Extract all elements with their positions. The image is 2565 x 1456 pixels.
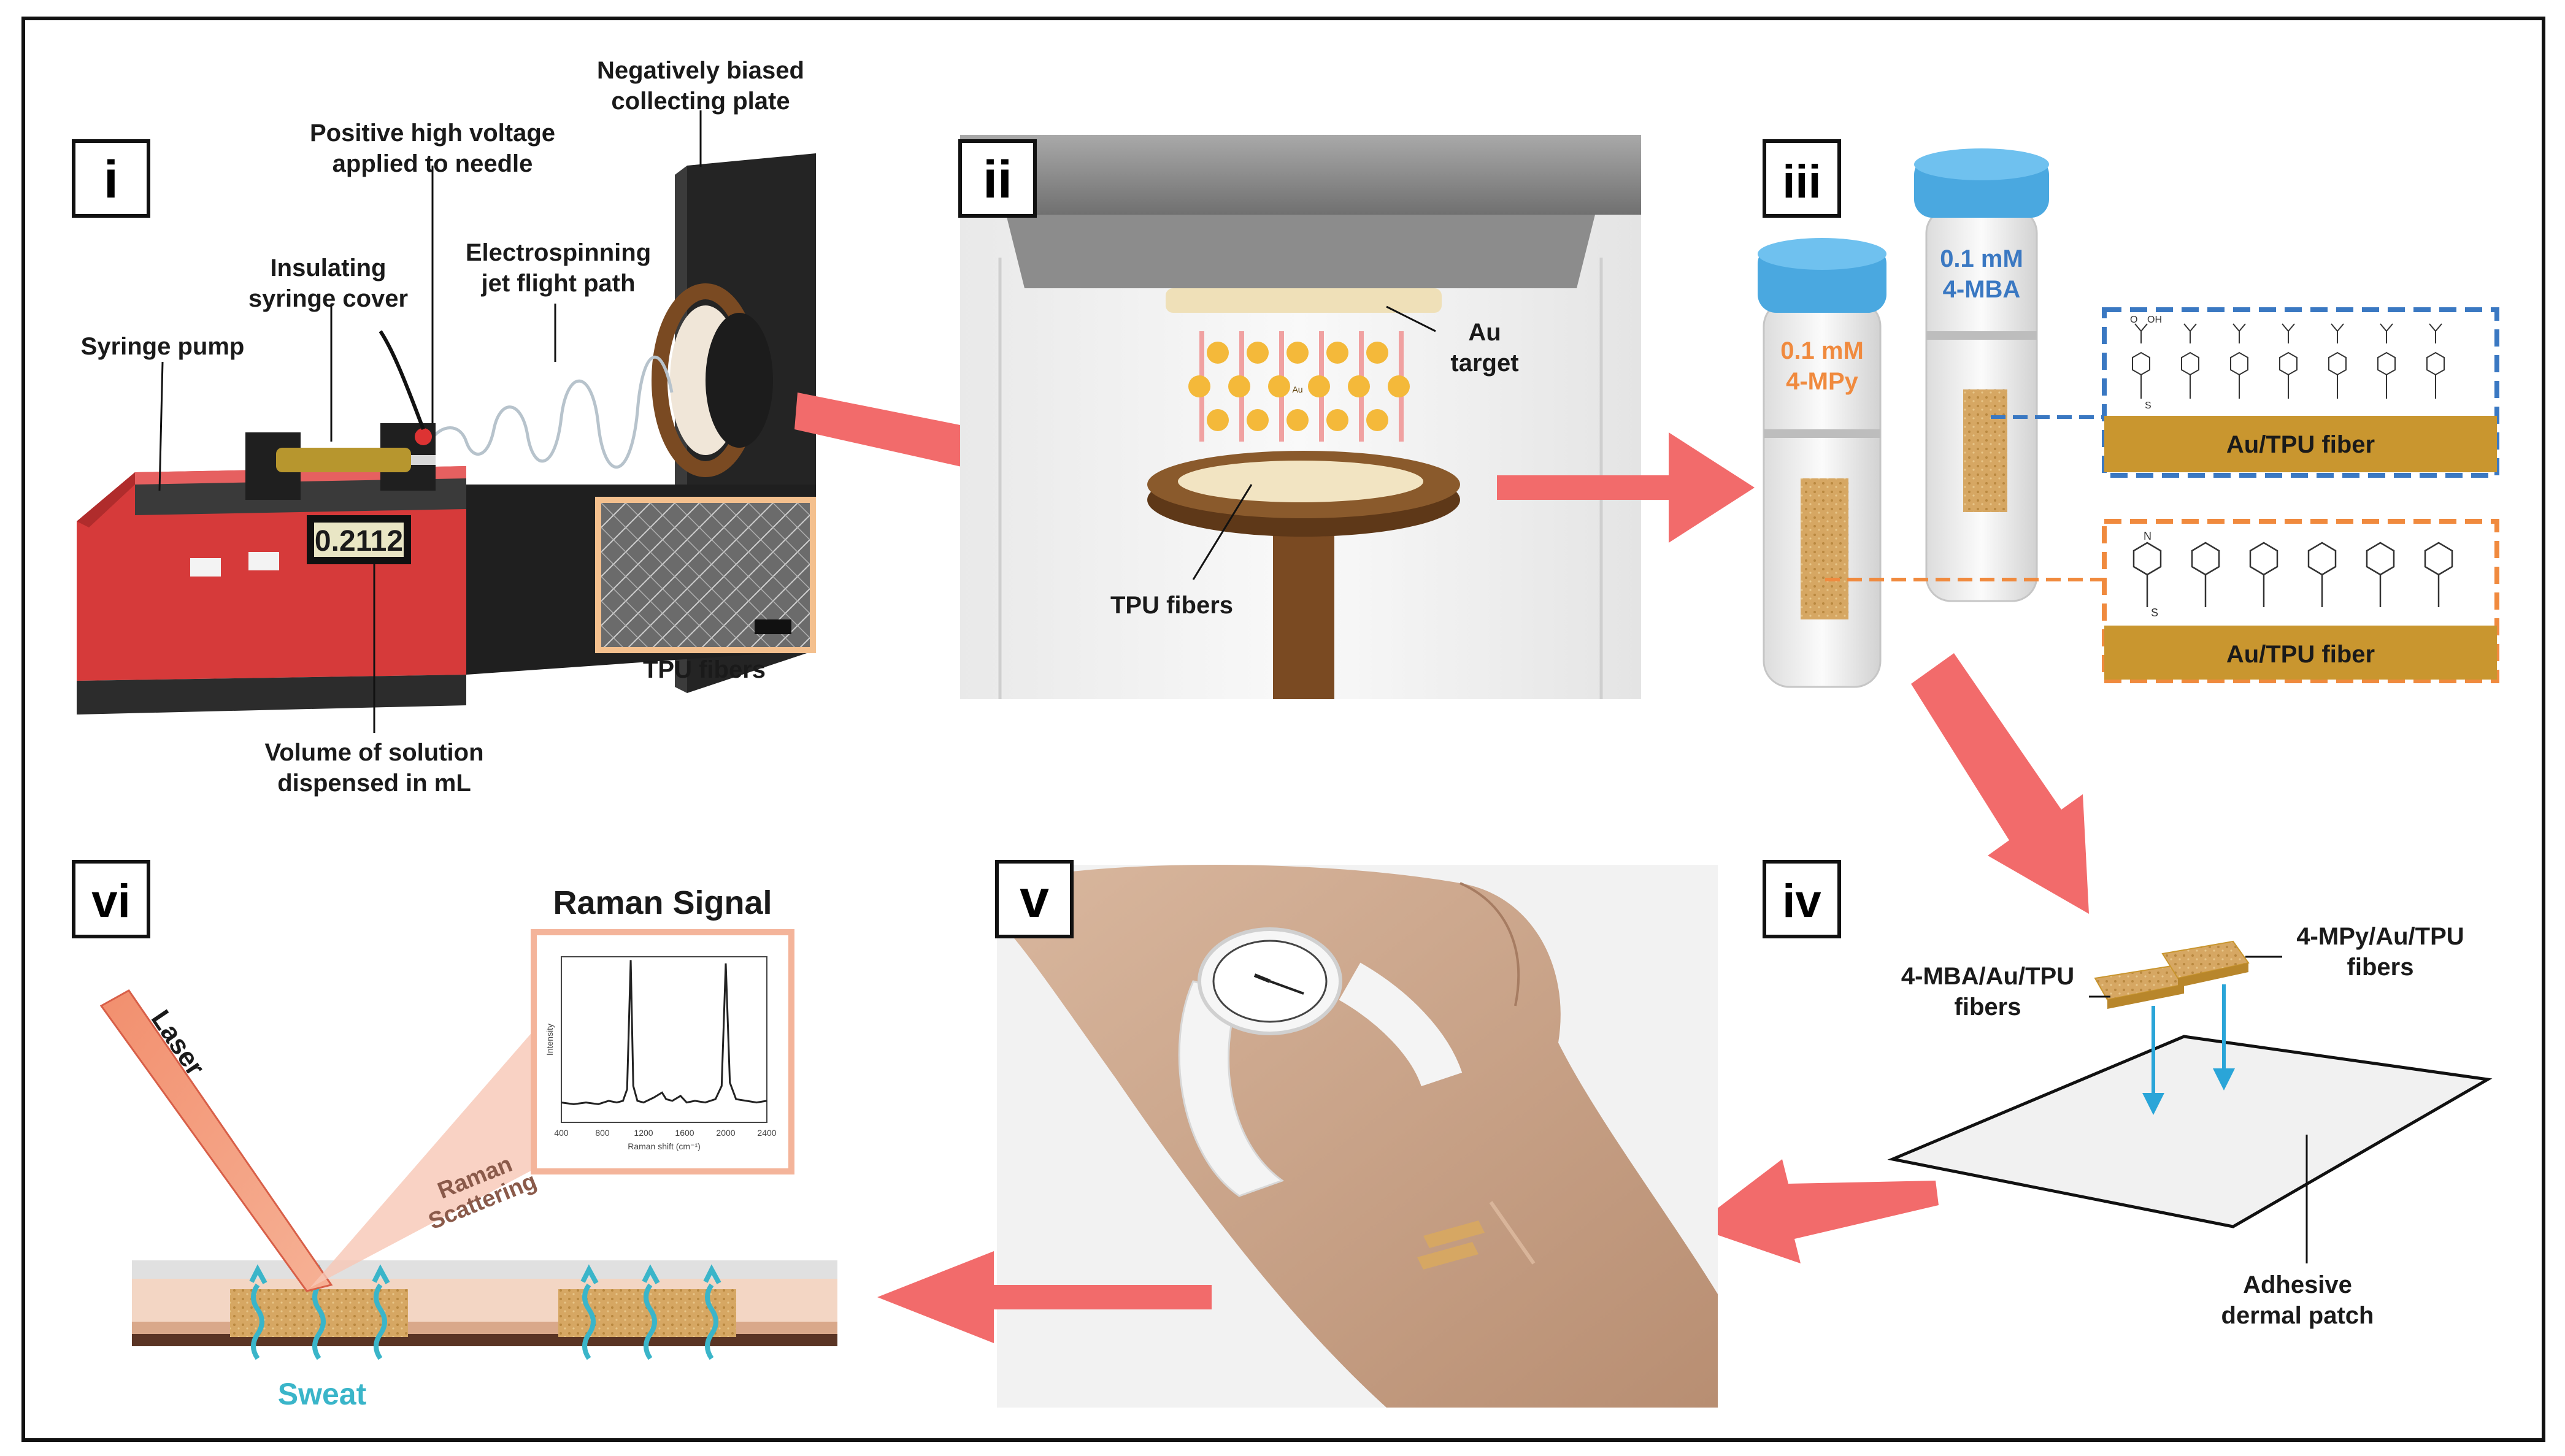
spectrum-plot-frame [561,956,767,1123]
mba-conc-label: 0.1 mM [1940,245,2023,272]
spectrum-x-tick-4: 2000 [716,1128,735,1138]
mpy-monolayer [2132,542,2453,607]
mpy-conc-label: 0.1 mM [1780,337,1864,364]
plate-label-1: Negatively biased [597,57,804,84]
mpy-fibers-label-2: fibers [2347,954,2414,981]
panel-tag-box [1763,139,1841,218]
spectrum-x-tick-1: 800 [595,1128,610,1138]
panel-tag-vi: vi [91,875,130,927]
spectrum-x-tick-5: 2400 [757,1128,776,1138]
volume-label-1: Volume of solution [264,739,483,766]
panel-tag-box [958,139,1037,218]
raman-scattering-cone [310,1030,564,1288]
au-particle-label: Au [1292,385,1302,394]
adhesive-dermal-patch [1887,1035,2493,1228]
spectrum-x-tick-0: 400 [554,1128,569,1138]
tpu-fiber-mat [1178,461,1423,502]
figure-frame [21,17,2545,1442]
au-target-label-2: target [1450,350,1518,377]
au-particles [1188,331,1410,442]
spectrum-x-axis-label: Raman shift (cm⁻¹) [628,1141,701,1151]
mpy-name-label: 4-MPy [1786,368,1859,395]
panel-v: v [995,860,1718,1408]
mba-fiber-block [2094,965,2185,1009]
plate-label-2: collecting plate [611,88,790,115]
syringe [276,448,411,472]
vial-4-mpy [1758,238,1886,688]
volume-readout: 0.2112 [315,525,403,557]
raman-spectrum-inset [531,929,794,1174]
volume-label-2: dispensed in mL [277,770,471,797]
jet-flight-path [428,355,674,469]
panel-ii: Au ii Au target TPU fibers [958,135,1641,699]
voltage-label-2: applied to needle [333,150,533,177]
spectrum-y-axis-label: Intensity [545,1024,555,1056]
jet-label-1: Electrospinning [466,239,651,266]
arrow-iv-to-v [1693,1159,1939,1263]
arrow-iii-to-iv [1911,653,2089,914]
au-tpu-fiber-label-mpy: Au/TPU fiber [2226,641,2375,668]
panel-tag-ii: ii [983,150,1012,209]
panel-tag-box [1763,860,1841,938]
spectrum-x-tick-2: 1200 [634,1128,653,1138]
mpy-fiber-strip [1801,478,1848,619]
au-tpu-fiber-bar-mpy [2104,626,2497,680]
jet-label-2: jet flight path [480,270,635,297]
mba-name-label: 4-MBA [1943,276,2021,303]
panel-tag-box [995,860,1074,938]
patch-label-1: Adhesive [2243,1271,2352,1298]
arrow-ii-to-iii [1497,432,1755,543]
au-tpu-fiber-label-mba: Au/TPU fiber [2226,431,2375,458]
wrist-sensor-patches [1417,1201,1536,1270]
panel-tag-box [72,860,150,938]
vial-4-mba [1914,148,2049,602]
sweat-arrows [249,1264,721,1360]
needle-connector [415,428,432,445]
mba-monolayer [2132,323,2445,399]
skin-layer-top [132,1260,837,1279]
arrow-v-to-vi [877,1251,1212,1343]
panel-i: i 0.2112 [72,57,816,797]
panel-iii: iii 0.1 mM 4-MBA 0.1 mM 4-MPy [1758,139,2499,688]
panel-tag-v: v [1020,870,1049,929]
mba-fibers-label-1: 4-MBA/Au/TPU [1901,963,2074,990]
panel-tag-box [72,139,150,218]
mpy-n-label: N [2144,530,2152,542]
mpy-fiber-block [2161,940,2250,987]
watch-band [1178,980,1285,1197]
raman-signal-title: Raman Signal [553,884,772,921]
au-target [1166,288,1442,313]
panel-iv: iv 4-MBA/Au/TPU fibers 4-MPy/Au/TPU fibe… [1763,860,2493,1329]
forearm [997,865,1718,1408]
panel-tag-i: i [104,150,118,209]
watch-hour-hand [1253,973,1271,983]
tpu-fibers-label-ii: TPU fibers [1110,592,1233,619]
panel-tag-iii: iii [1782,156,1821,208]
mpy-s-label: S [2151,607,2158,619]
au-target-label-1: Au [1468,319,1501,346]
watch-minute-hand [1269,980,1304,995]
mba-o-label: O [2130,315,2137,325]
mba-fibers-label-2: fibers [1955,994,2021,1021]
spectrum-series-line [561,960,767,1105]
fibers-label-i: TPU fibers [643,656,766,683]
mba-s-label: S [2145,400,2152,411]
cover-label-1: Insulating [271,255,386,282]
patch-label-2: dermal patch [2221,1302,2374,1329]
chamber-lid [960,135,1641,215]
panel-tag-iv: iv [1782,875,1821,927]
au-tpu-fiber-bar-mba [2104,416,2497,472]
laser-beam [99,989,333,1292]
spectrum-x-tick-3: 1600 [675,1128,694,1138]
cover-label-2: syringe cover [248,285,408,312]
voltage-label-1: Positive high voltage [310,120,555,147]
mpy-fibers-label-1: 4-MPy/Au/TPU [2296,923,2464,950]
mba-fiber-strip [1963,389,2007,512]
mba-oh-label: OH [2147,315,2162,325]
pump-label: Syringe pump [81,333,245,360]
sweat-label: Sweat [278,1377,367,1411]
